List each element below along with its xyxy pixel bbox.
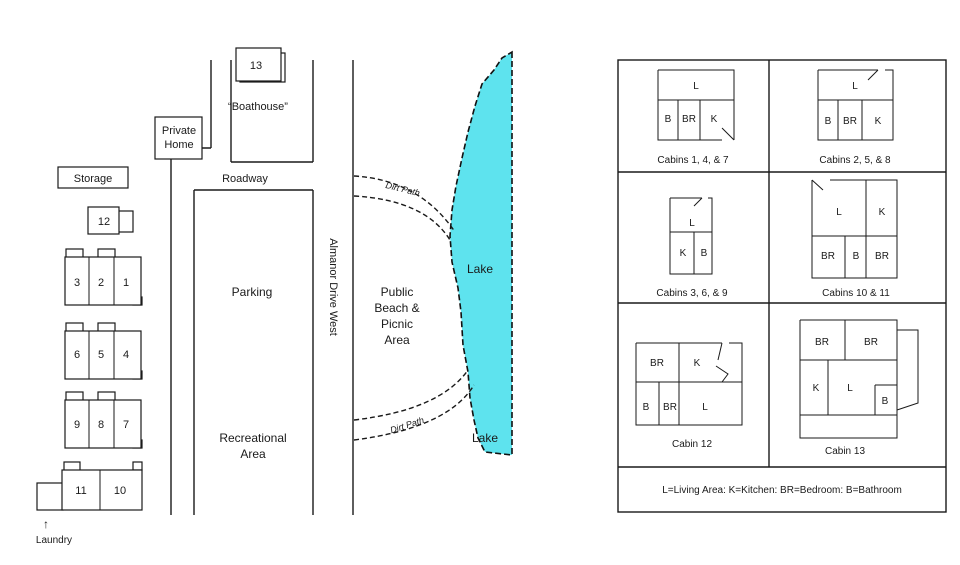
cabin-12-number: 12 — [98, 216, 110, 228]
plan-cabins-10-11 — [811, 179, 898, 279]
plan5-room-B: B — [643, 402, 650, 413]
cabin-row-1-2-3 — [64, 248, 143, 306]
plan5-room-BR-top: BR — [650, 358, 664, 369]
cabin-10-number: 10 — [114, 485, 126, 497]
plan6-room-L: L — [847, 383, 853, 394]
cabin-6-number: 6 — [74, 349, 80, 361]
plan4-room-K: K — [879, 207, 886, 218]
floor-plan-legend: L=Living Area: K=Kitchen: BR=Bedroom: B=… — [662, 485, 902, 496]
cabin-2-number: 2 — [98, 277, 104, 289]
plan5-room-K: K — [694, 358, 701, 369]
beach-label-2: Beach & — [374, 301, 419, 315]
cabin-9-number: 9 — [74, 419, 80, 431]
storage-building — [57, 166, 129, 189]
plan2-room-B: B — [825, 116, 832, 127]
plan1-room-B: B — [665, 114, 672, 125]
plan-cabins-3-6-9 — [669, 197, 713, 275]
road-lines — [170, 60, 354, 515]
plan-cabins-2-5-8 — [817, 69, 894, 141]
plan3-caption: Cabins 3, 6, & 9 — [656, 288, 728, 299]
plan-cabins-1-4-7 — [657, 69, 735, 141]
plan6-caption: Cabin 13 — [825, 446, 865, 457]
plan1-caption: Cabins 1, 4, & 7 — [657, 155, 729, 166]
lake-label-bottom: Lake — [472, 431, 498, 445]
plan6-room-B: B — [882, 396, 889, 407]
laundry-label: Laundry — [36, 535, 72, 546]
private-home-label-1: Private — [162, 125, 196, 137]
plan2-room-BR: BR — [843, 116, 857, 127]
plan6-room-K: K — [813, 383, 820, 394]
plan1-room-BR: BR — [682, 114, 696, 125]
plan4-room-L: L — [836, 207, 842, 218]
cabin-11-number: 11 — [75, 485, 86, 497]
boathouse-label: “Boathouse” — [228, 101, 288, 113]
laundry-arrow-icon: ↑ — [43, 517, 49, 531]
plan-cabin-12 — [635, 342, 743, 426]
plan-cabin-13 — [799, 319, 919, 439]
beach-label-1: Public — [381, 285, 414, 299]
cabin-row-7-8-9 — [64, 391, 143, 449]
dirt-path-top-label: Dirt Path — [385, 180, 421, 198]
plan4-room-B: B — [853, 251, 860, 262]
plan5-room-BR-bottom: BR — [663, 402, 677, 413]
road-name-label: Almanor Drive West — [327, 238, 339, 336]
cabin-7-number: 7 — [123, 419, 129, 431]
beach-label-4: Area — [384, 333, 410, 347]
dirt-path-bottom-label: Dirt Path — [389, 415, 425, 435]
cabin-12-shape — [87, 206, 134, 235]
private-home-building — [154, 116, 203, 160]
floor-plan-grid — [617, 59, 947, 513]
cabin-13-shape — [235, 47, 286, 83]
cabin-8-number: 8 — [98, 419, 104, 431]
plan3-room-K: K — [680, 248, 687, 259]
plan5-room-L: L — [702, 402, 708, 413]
parking-label: Parking — [232, 285, 273, 299]
cabin-row-4-5-6 — [64, 322, 143, 380]
plan4-room-BR-left: BR — [821, 251, 835, 262]
lake-shape — [449, 50, 513, 456]
recreational-area-label-2: Area — [240, 447, 266, 461]
cabin-5-number: 5 — [98, 349, 104, 361]
cabin-row-10-11 — [36, 461, 143, 511]
plan1-room-K: K — [711, 114, 718, 125]
plan6-room-BR-left: BR — [815, 337, 829, 348]
dirt-paths — [353, 175, 475, 441]
cabin-1-number: 1 — [123, 277, 129, 289]
private-home-label-2: Home — [164, 139, 193, 151]
lake-label: Lake — [467, 262, 493, 276]
plan6-room-BR-right: BR — [864, 337, 878, 348]
plan2-room-L: L — [852, 81, 858, 92]
plan4-room-BR-right: BR — [875, 251, 889, 262]
roadway-label: Roadway — [222, 173, 268, 185]
plan2-caption: Cabins 2, 5, & 8 — [819, 155, 891, 166]
cabin-3-number: 3 — [74, 277, 80, 289]
plan3-room-L: L — [689, 218, 695, 229]
beach-label-3: Picnic — [381, 317, 413, 331]
cabin-13-number: 13 — [250, 60, 262, 72]
plan3-room-B: B — [701, 248, 708, 259]
recreational-area-label-1: Recreational — [219, 431, 286, 445]
plan2-room-K: K — [875, 116, 882, 127]
storage-label: Storage — [74, 173, 113, 185]
cabin-4-number: 4 — [123, 349, 129, 361]
plan1-room-L: L — [693, 81, 699, 92]
plan4-caption: Cabins 10 & 11 — [822, 288, 890, 299]
plan5-caption: Cabin 12 — [672, 439, 712, 450]
